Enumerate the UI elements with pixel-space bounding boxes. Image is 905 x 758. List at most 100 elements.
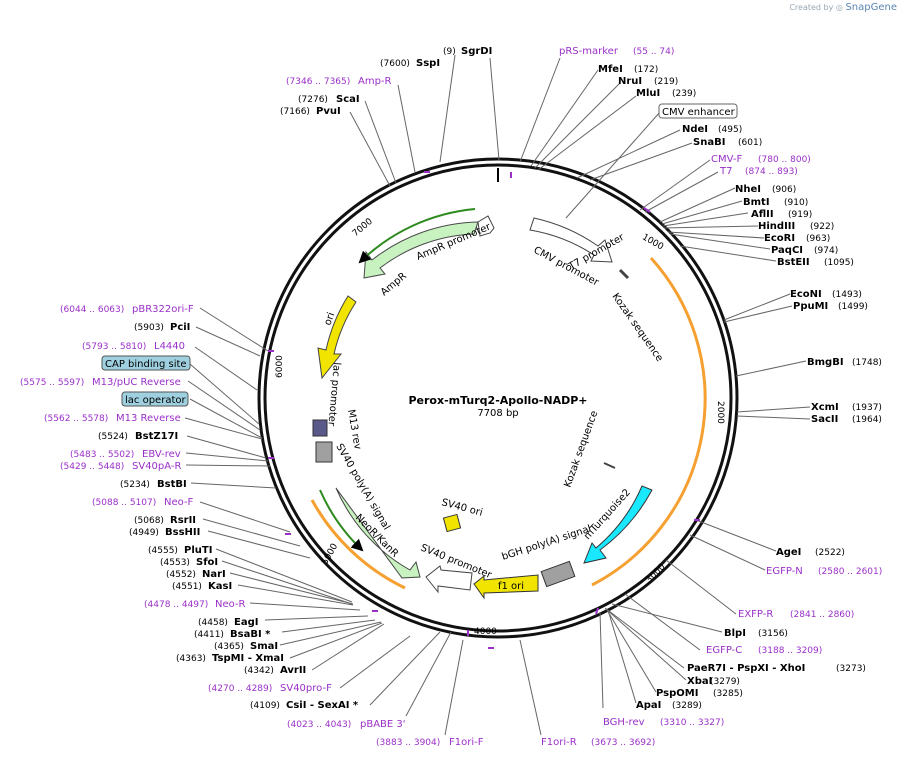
enz-snabi: SnaBI (693, 137, 725, 148)
enz-pos-pvui: (7166) (280, 107, 310, 117)
enz-agei: AgeI (776, 547, 801, 558)
primer-pbabe3: pBABE 3' (360, 719, 406, 730)
leader-lines (184, 54, 811, 736)
cmv-enhancer-label: CMV enhancer (662, 107, 736, 118)
enz-pos-xhoi: (3273) (836, 664, 866, 674)
enzyme-labels-right: (9) SgrDI MfeI (172) NruI (219) MluI (23… (443, 46, 882, 711)
f1ori-arrow (473, 574, 539, 600)
mturquoise2-arrow (583, 485, 653, 564)
features (310, 208, 707, 600)
primer-egfp-n: EGFP-N (766, 566, 803, 577)
enz-nhei: NheI (735, 184, 761, 195)
enz-scai: ScaI (336, 94, 360, 105)
primer-egfp-c: EGFP-C (706, 645, 742, 656)
primer-cmv-f: CMV-F (711, 154, 742, 165)
ori-arrow (317, 295, 357, 380)
plasmid-name: Perox-mTurq2-Apollo-NADP+ (408, 394, 587, 407)
enz-pos-hindiii: (922) (810, 222, 834, 232)
enz-pos-eagi: (4458) (198, 618, 228, 628)
primer-sv40pa-r: SV40pA-R (132, 461, 181, 472)
primer-pos-egfp-c: (3188 .. 3209) (758, 646, 822, 656)
enzyme-labels-left: (7600) SspI (7276) ScaI (7166) PvuI (590… (98, 58, 440, 711)
primer-pos-t7: (874 .. 893) (745, 167, 798, 177)
orange-bar-right (591, 256, 707, 587)
enz-pspomi: PspOMI (656, 688, 698, 699)
primer-pos-l4440: (5793 .. 5810) (82, 342, 146, 352)
enz-pos-bmti: (910) (784, 198, 808, 208)
primer-l4440: L4440 (154, 341, 185, 352)
cap-box (101, 355, 191, 371)
enz-bsshii: BssHII (165, 527, 200, 538)
enz-mfei: MfeI (598, 64, 623, 75)
kozak2-marker (603, 462, 616, 469)
enz-pos-kasi: (4551) (172, 582, 202, 592)
tick-3000: 3000 (644, 562, 667, 585)
lac-operator-label: lac operator (125, 395, 186, 406)
label-lac-promoter: lac promoter (325, 362, 342, 428)
label-kozak1: Kozak sequence (610, 291, 665, 363)
enz-pos-xbai: (3279) (710, 677, 740, 687)
label-m13rev: M13 rev (345, 409, 363, 451)
enz-pos-snabi: (601) (738, 138, 762, 148)
enz-sexai: CsiI - SexAI * (286, 700, 359, 711)
enz-pos-bsshii: (4949) (129, 528, 159, 538)
tick-1000: 1000 (640, 232, 665, 252)
enz-pos-sspi: (7600) (380, 59, 410, 69)
primer-exfp-r: EXFP-R (738, 609, 773, 620)
enz-kasi: KasI (208, 581, 232, 592)
credit: Created by ◎ SnapGene (789, 2, 897, 13)
enz-pos-bsteii: (1095) (824, 258, 854, 268)
enz-pos-sgrdi: (9) (443, 47, 456, 57)
lac-block (312, 419, 328, 437)
enz-pos-sacii: (1964) (852, 415, 882, 425)
ampr-bar (358, 208, 476, 264)
enz-pos-ecori: (963) (806, 234, 830, 244)
label-sv40-ori: SV40 ori (440, 497, 484, 519)
enz-pos-mlui: (239) (672, 89, 696, 99)
primer-pos-f1ori-r: (3673 .. 3692) (591, 738, 655, 748)
enz-pos-pcii: (5903) (134, 323, 164, 333)
primer-m13-reverse: M13 Reverse (116, 413, 181, 424)
enz-hindiii: HindIII (758, 221, 795, 232)
enz-bsteii: BstEII (777, 257, 810, 268)
tick-7000: 7000 (351, 217, 375, 240)
primer-labels: pRS-marker (55 .. 74) CMV-F (780 .. 800)… (20, 46, 882, 748)
enz-econi: EcoNI (790, 289, 822, 300)
enz-pos-rsrii: (5068) (134, 516, 164, 526)
enz-bsabi: BsaBI * (230, 629, 271, 640)
enz-pos-apai: (3289) (672, 701, 702, 711)
enz-apai: ApaI (636, 700, 661, 711)
tick-4000: 4000 (474, 627, 497, 637)
enz-pos-xcmi: (1937) (852, 403, 882, 413)
primer-pos-m13-reverse: (5562 .. 5578) (44, 414, 108, 424)
cmv-enhancer-box (658, 103, 738, 119)
label-f1ori: f1 ori (498, 581, 524, 592)
tick-5000: 5000 (320, 542, 340, 567)
label-kozak2: Kozak sequence (562, 409, 600, 489)
enz-xhoi: PaeR7I - PspXI - XhoI (687, 663, 805, 674)
enz-pos-sexai: (4109) (250, 701, 280, 711)
tick-labels: 1000 2000 3000 4000 5000 6000 7000 (275, 217, 725, 637)
enz-pos-mfei: (172) (634, 65, 658, 75)
enz-pos-avrii: (4342) (244, 666, 274, 676)
enz-pos-paqci: (974) (814, 246, 838, 256)
primer-pbr322ori-f: pBR322ori-F (132, 304, 194, 315)
enz-eagi: EagI (234, 617, 258, 628)
enz-pos-xmai: (4363) (176, 654, 206, 664)
plasmid-center-label: Perox-mTurq2-Apollo-NADP+ 7708 bp (408, 394, 587, 419)
enz-nrui: NruI (618, 76, 642, 87)
enz-xcmi: XcmI (811, 402, 839, 413)
enz-pos-bstz17i: (5524) (98, 432, 128, 442)
sv40pa-block (315, 441, 333, 463)
primer-neo-f: Neo-F (164, 497, 194, 508)
enz-rsrii: RsrII (170, 515, 196, 526)
primer-pos-pbabe3: (4023 .. 4043) (287, 720, 351, 730)
enz-xmai: TspMI - XmaI (212, 653, 284, 664)
enz-bmgbi: BmgBI (807, 357, 844, 368)
primer-prs-marker: pRS-marker (559, 46, 619, 57)
sv40-ori-block (442, 513, 462, 533)
boxed-labels: CMV enhancer CAP binding site lac operat… (101, 103, 738, 407)
neor-arrow (335, 487, 421, 579)
credit-prefix: Created by (789, 3, 834, 12)
